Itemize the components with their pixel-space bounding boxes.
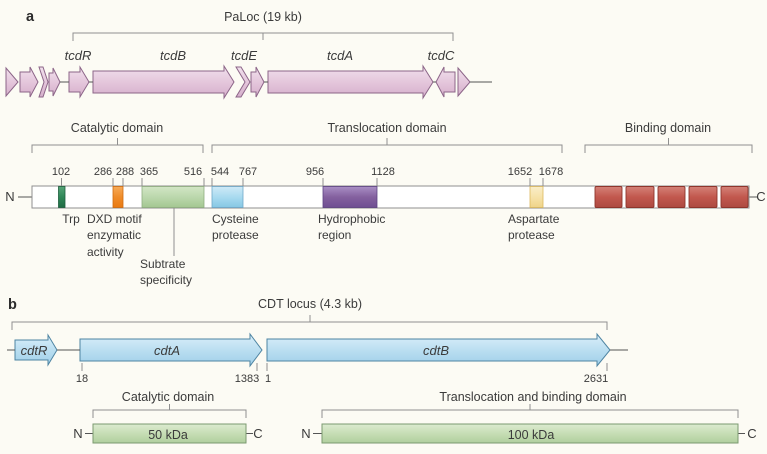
residue-number: 288: [115, 166, 135, 178]
nucleotide-number: 1: [264, 373, 272, 385]
cdtb-protein-bar: [321, 423, 739, 444]
binding-domain-title: Binding domain: [624, 121, 712, 135]
nucleotide-number: 18: [75, 373, 89, 385]
cdtA-gene-label: cdtA: [153, 343, 181, 358]
upstream-gene-arrow-2: [19, 66, 39, 98]
n-terminus-label: N: [73, 426, 83, 441]
nucleotide-number: 2631: [583, 373, 609, 385]
residue-tick-marks: [61, 178, 544, 186]
cysteine-feature-label: Cysteine protease: [212, 212, 259, 243]
paloc-span-bracket: [72, 32, 454, 41]
substrate-feature-label: Subtrate specificity: [140, 257, 193, 288]
downstream-gene-arrow: [457, 66, 471, 98]
cdt-locus-title: CDT locus (4.3 kb): [258, 297, 362, 311]
n-terminus-label: N: [301, 426, 311, 441]
cdta-bar-size-label: 50 kDa: [148, 428, 188, 442]
translocation-domain-title: Translocation domain: [327, 121, 447, 135]
tcdC-gene-arrow: [435, 66, 456, 98]
paloc-title: PaLoc (19 kb): [224, 10, 302, 24]
cdtb-translocation-binding-domain-title: Translocation and binding domain: [439, 390, 627, 404]
binding-domain-bracket: [584, 138, 753, 153]
tcdE-gene-arrow: [250, 66, 265, 98]
hydrophobic-feature-label: Hydrophobic region: [318, 212, 386, 243]
cdtB-gene-label: cdtB: [422, 343, 450, 358]
residue-number: 956: [305, 166, 325, 178]
c-terminus-label: C: [253, 426, 263, 441]
residue-number: 365: [139, 166, 159, 178]
tcdR-gene-arrow: [68, 65, 90, 99]
catalytic-domain-title: Catalytic domain: [70, 121, 164, 135]
cdta-protein-bar: [92, 423, 247, 444]
cdtb-bar-size-label: 100 kDa: [507, 428, 555, 442]
residue-number: 102: [51, 166, 71, 178]
residue-number: 516: [183, 166, 203, 178]
binding-repeat-block: [688, 186, 718, 208]
panel-b-letter: b: [8, 297, 17, 313]
residue-number: 544: [210, 166, 230, 178]
dxd-feature-label: DXD motif enzymatic activity: [87, 212, 142, 259]
binding-repeat-block: [657, 186, 686, 208]
upstream-gene-arrow-3: [38, 66, 49, 98]
nucleotide-tick-marks: [81, 363, 608, 371]
binding-repeat-block: [720, 186, 749, 208]
tcdB-gene-label: tcdB: [159, 48, 187, 63]
translocation-domain-bracket: [211, 138, 563, 153]
cdta-catalytic-bracket: [92, 404, 247, 418]
cdta-catalytic-domain-title: Catalytic domain: [121, 390, 215, 404]
substrate-specificity-segment: [141, 186, 205, 208]
c-terminus-label: C: [756, 189, 766, 204]
tcdA-gene-label: tcdA: [326, 48, 354, 63]
tcdC-gene-label: tcdC: [427, 48, 455, 63]
hydrophobic-region-segment: [322, 186, 378, 208]
cdtR-gene-label: cdtR: [20, 343, 48, 358]
residue-number: 767: [238, 166, 258, 178]
nucleotide-number: 1383: [234, 373, 260, 385]
trp-feature-label: Trp: [62, 212, 80, 226]
cdtR-gene-arrow: [14, 333, 58, 367]
residue-number: 1678: [538, 166, 564, 178]
tcdE-gene-chevron: [235, 66, 251, 98]
tcdE-gene-label: tcdE: [230, 48, 258, 63]
upstream-gene-arrow-1: [5, 66, 19, 98]
cdtA-gene-arrow: [79, 332, 263, 368]
residue-number: 1652: [507, 166, 533, 178]
dxd-motif-segment: [112, 186, 124, 208]
residue-number: 1128: [371, 166, 395, 178]
trp-segment: [58, 186, 66, 208]
panel-a-letter: a: [26, 9, 35, 25]
cdtB-gene-arrow: [266, 332, 611, 368]
tcdR-gene-label: tcdR: [64, 48, 92, 63]
upstream-gene-arrow-4: [48, 67, 61, 97]
cdtb-translocation-binding-bracket: [321, 404, 739, 418]
binding-repeat-block: [625, 186, 655, 208]
cysteine-protease-segment: [211, 186, 244, 208]
cdt-locus-span-bracket: [11, 315, 608, 330]
aspartate-feature-label: Aspartate protease: [508, 212, 560, 243]
tcdB-gene-arrow: [92, 64, 235, 100]
c-terminus-label: C: [747, 426, 757, 441]
toxin-protein-bar: [31, 185, 750, 209]
tcdA-gene-arrow: [267, 64, 434, 100]
catalytic-domain-bracket: [31, 138, 204, 153]
n-terminus-label: N: [5, 189, 15, 204]
residue-number: 286: [93, 166, 113, 178]
binding-repeat-block: [594, 186, 623, 208]
aspartate-protease-segment: [529, 186, 544, 208]
